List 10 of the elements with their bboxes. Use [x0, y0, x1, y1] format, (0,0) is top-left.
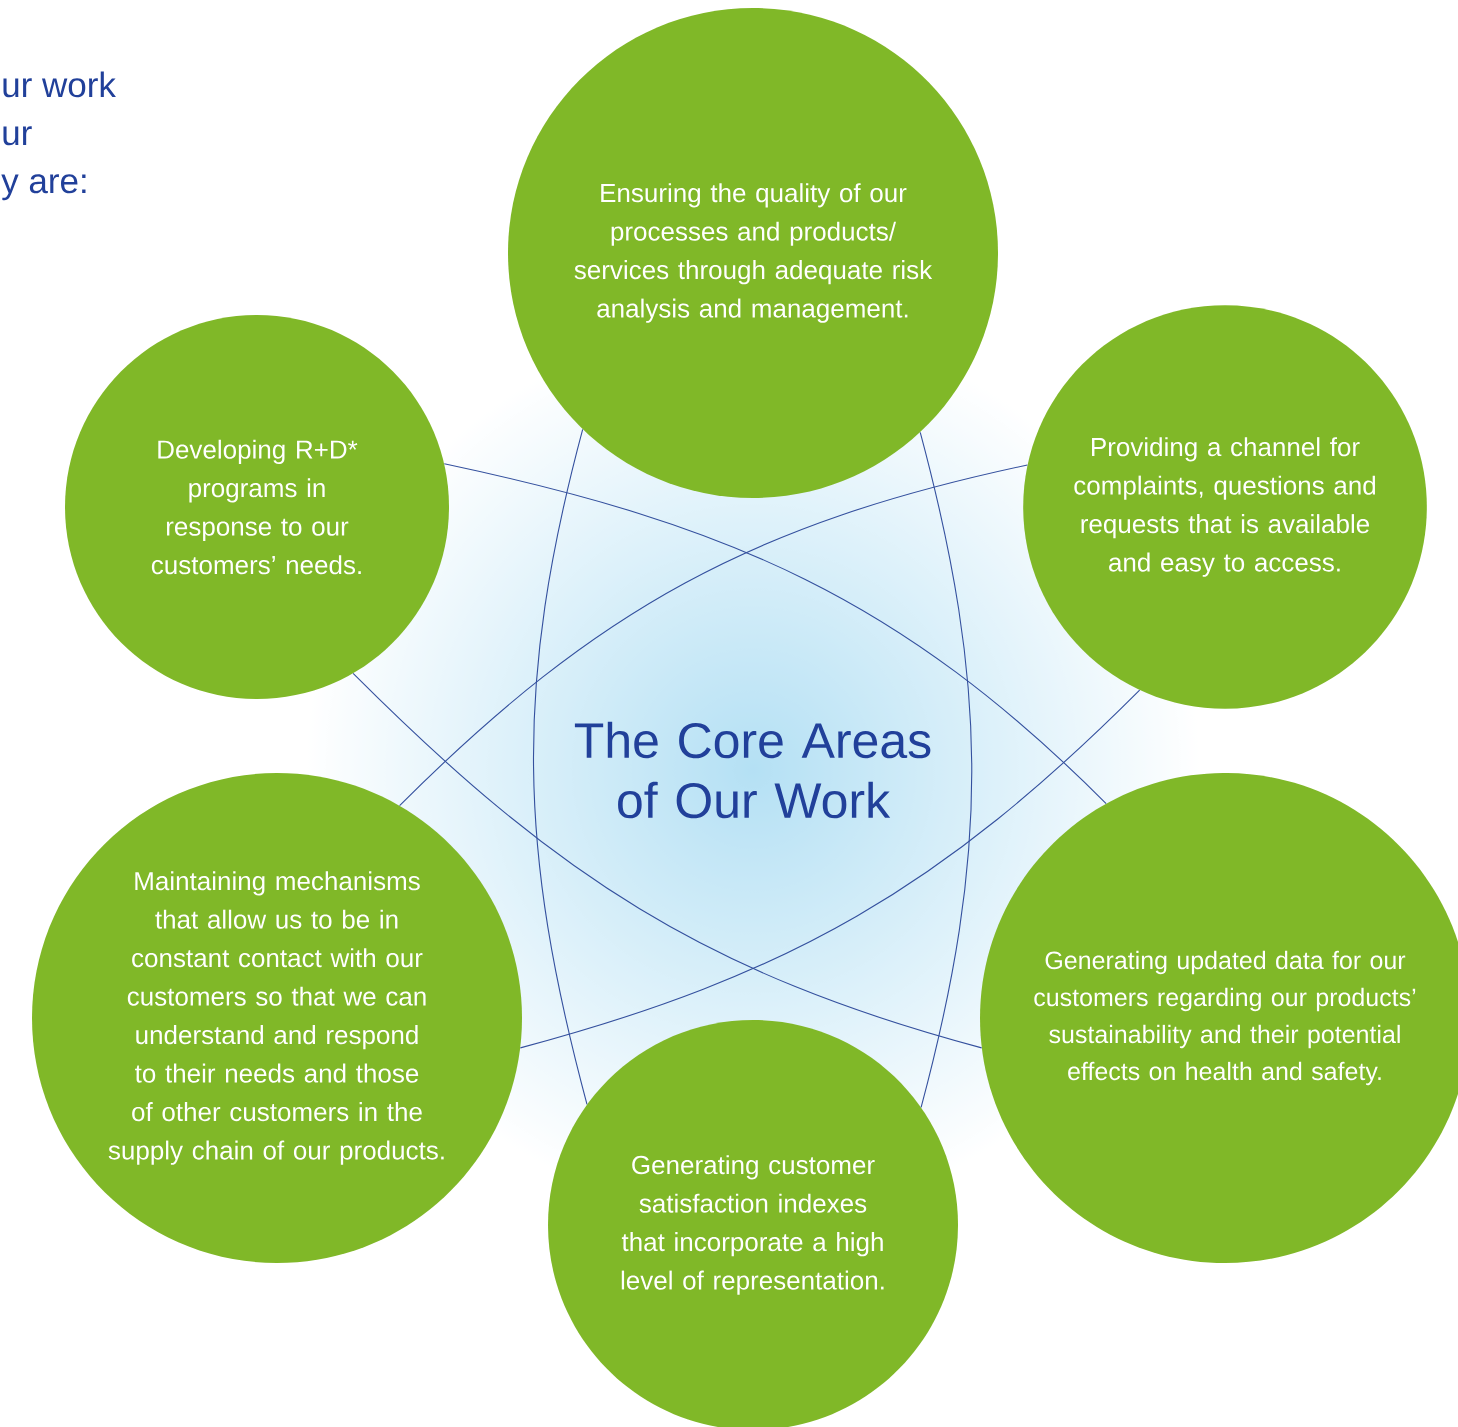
connector-line	[399, 464, 1028, 807]
connector-line	[443, 463, 1107, 805]
intro-text: ur	[3, 126, 32, 146]
connector-line	[533, 428, 588, 1105]
connector-line	[919, 431, 973, 1108]
intro-text: ur work	[3, 71, 116, 98]
connector-line	[352, 672, 983, 1049]
connector-line	[519, 689, 1141, 1049]
intro-text: y are:	[1, 174, 86, 201]
center-title: The Core Areas of Our Work	[574, 721, 931, 819]
